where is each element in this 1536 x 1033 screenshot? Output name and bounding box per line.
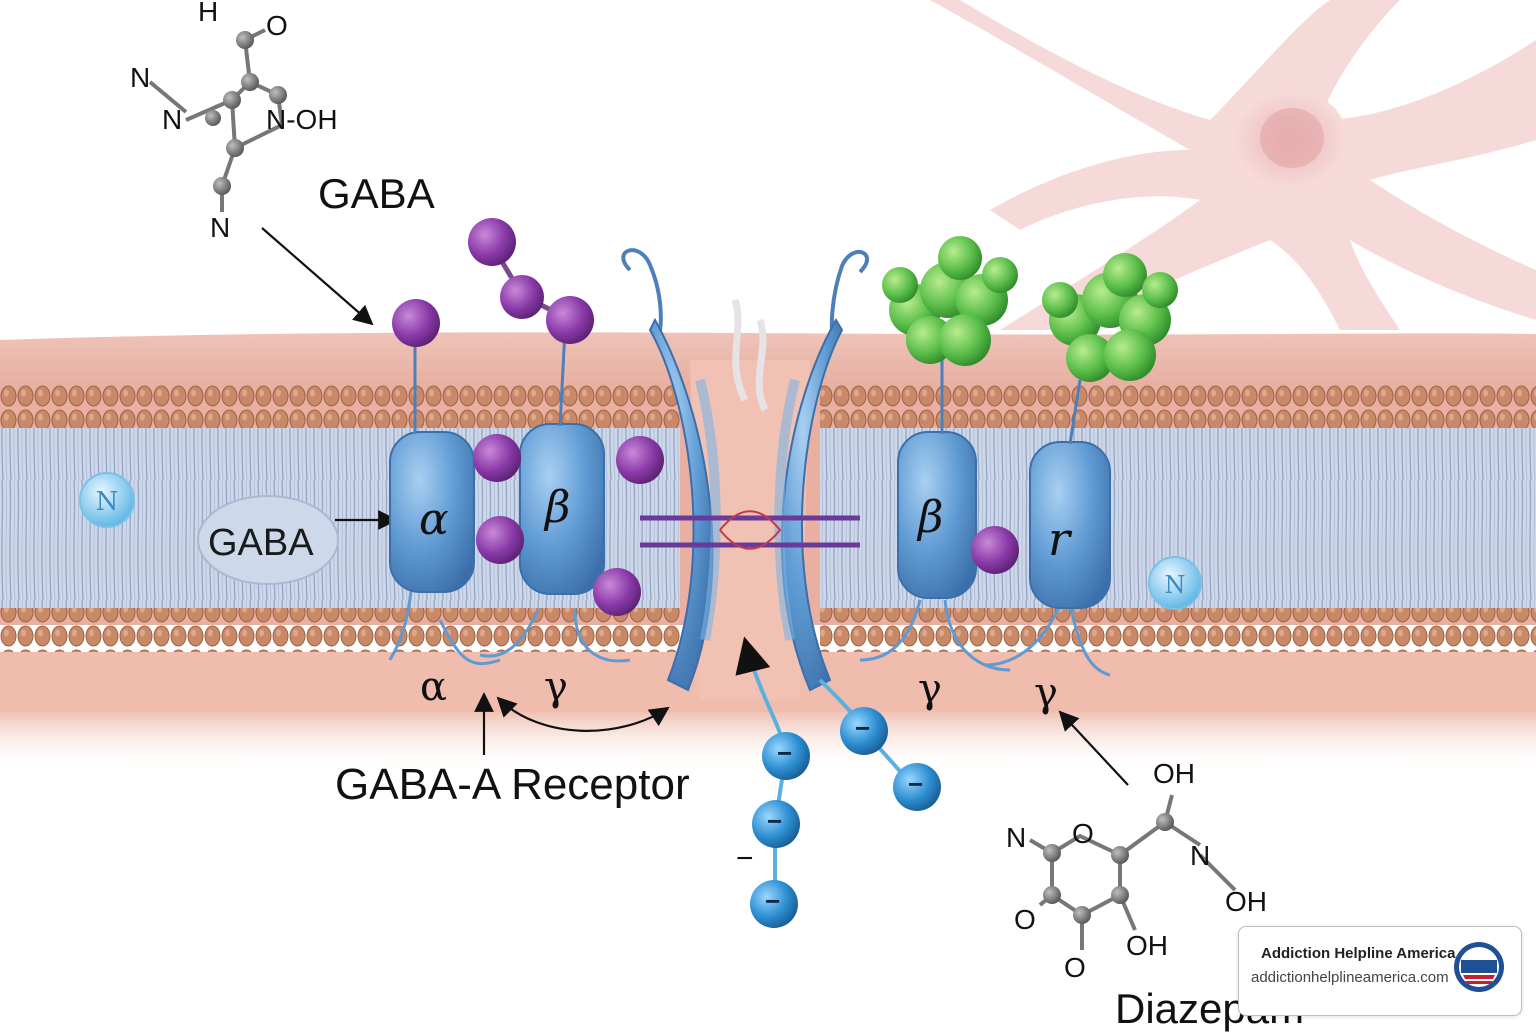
ion-sign-1: −: [777, 738, 793, 768]
ion-channel: [621, 248, 869, 692]
gaba-pill-label: GABA: [208, 522, 314, 564]
receptor-subunits-right: [859, 360, 1111, 677]
neuron-background: [930, 0, 1536, 330]
subunit-beta-left-label: β: [545, 482, 571, 533]
gaba-arrow: [261, 227, 374, 326]
curved-arrow: [496, 696, 670, 732]
diazepam-atom-oh-right: OH: [1225, 886, 1267, 917]
gaba-atom-n1: N: [130, 62, 151, 93]
membrane-ion-left: N: [79, 472, 135, 528]
diazepam-molecules: [882, 236, 1178, 382]
subunit-gamma-left-label: γ: [544, 664, 568, 710]
svg-text:N: N: [1165, 571, 1186, 599]
brand-url[interactable]: addictionhelplineamerica.com: [1251, 969, 1449, 986]
diazepam-atom-o-bottom: O: [1064, 952, 1086, 983]
diazepam-arrow: [1058, 710, 1129, 786]
diazepam-atom-o-left: O: [1014, 904, 1036, 935]
gaba-atom-o: O: [266, 10, 288, 41]
diazepam-atom-o-ring: O: [1072, 818, 1094, 849]
diazepam-atom-n-left: N: [1006, 822, 1027, 853]
diazepam-atom-n-right: N: [1190, 840, 1211, 871]
diazepam-structure: [1028, 794, 1237, 950]
diazepam-atom-oh-top: OH: [1153, 758, 1195, 789]
gaba-atom-h: H: [198, 0, 219, 27]
subunit-gamma-right-2-label: γ: [1034, 670, 1058, 716]
subunit-beta-right-label: β: [918, 492, 944, 543]
chloride-ions: [735, 636, 941, 928]
gaba-atom-n-bottom: N: [210, 212, 231, 243]
free-ion-sign: −: [736, 842, 754, 875]
svg-text:N: N: [96, 487, 119, 517]
subunit-r-label: r: [1048, 512, 1070, 566]
gaba-pill: [197, 495, 339, 585]
ion-sign-2: −: [767, 806, 783, 836]
gaba-label: GABA: [318, 170, 435, 217]
gaba-a-receptor-label: GABA-A Receptor: [335, 760, 690, 809]
helpline-badge-icon: [1454, 942, 1504, 992]
membrane-ion-right: N: [1148, 556, 1202, 610]
subunit-alpha-label: α: [419, 494, 449, 545]
diazepam-atom-oh-bottom: OH: [1126, 930, 1168, 961]
ion-sign-3: −: [765, 886, 781, 916]
ion-sign-5: −: [908, 769, 924, 799]
subunit-gamma-right-1-label: γ: [918, 666, 942, 712]
gaba-atom-n2: N: [162, 104, 183, 135]
brand-name: Addiction Helpline America: [1261, 945, 1456, 962]
ion-sign-4: −: [855, 713, 871, 743]
gaba-structure: [148, 28, 287, 212]
subunit-alpha-bottom-label: α: [420, 664, 448, 710]
receptor-subunits-left: [388, 329, 631, 666]
gaba-atom-noh: N-OH: [266, 104, 338, 135]
brand-watermark[interactable]: Addiction Helpline America addictionhelp…: [1238, 926, 1522, 1016]
gaba-molecules: [392, 218, 1019, 616]
